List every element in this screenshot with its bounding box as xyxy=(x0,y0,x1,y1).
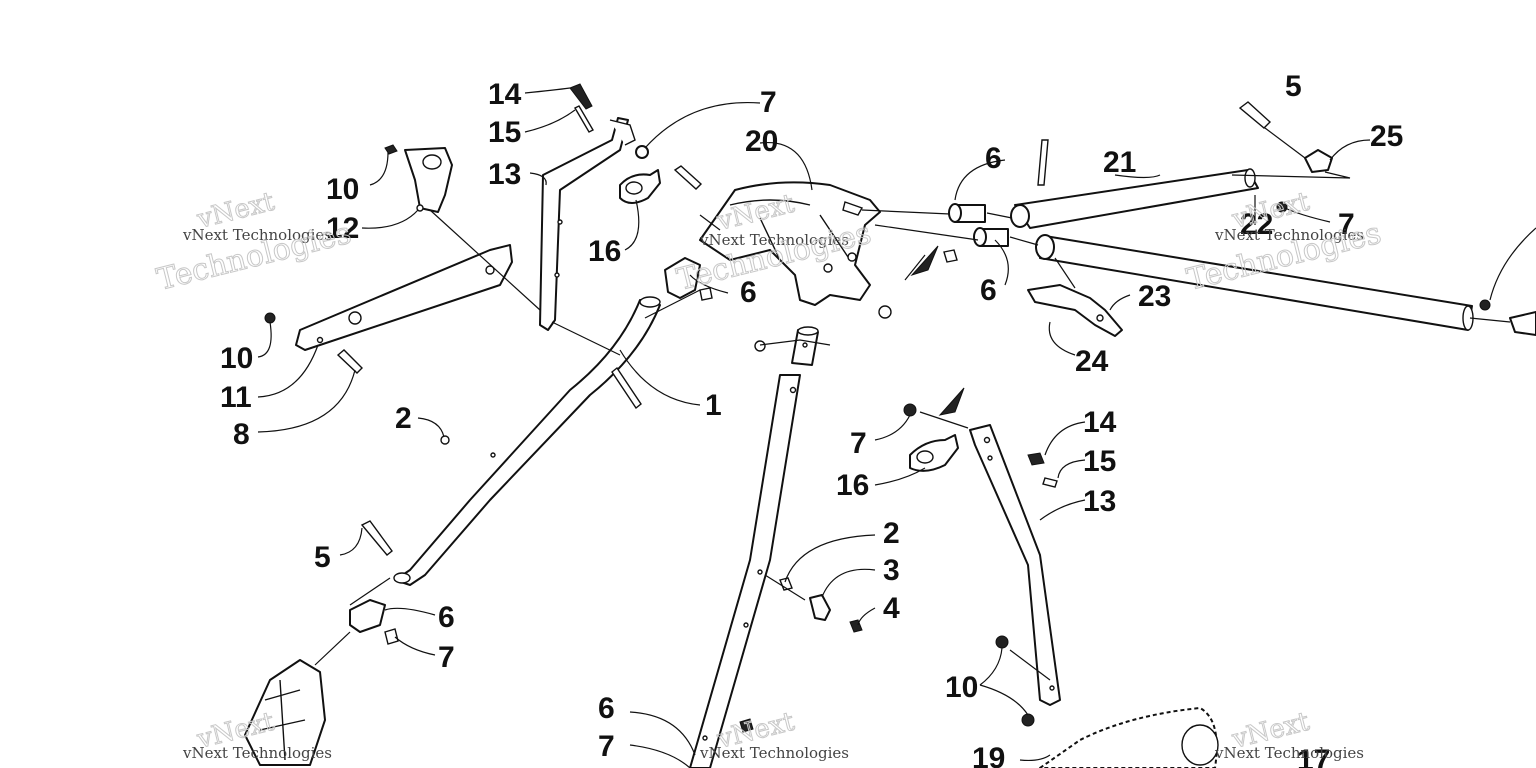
watermark-small-text: vNext Technologies xyxy=(1214,744,1364,762)
nut-10b xyxy=(264,312,276,324)
callout-21: 21 xyxy=(1103,146,1136,179)
right-edge-part xyxy=(1489,227,1536,336)
callout-24: 24 xyxy=(1075,345,1109,378)
watermark-small-text: vNext Technologies xyxy=(699,744,849,762)
lower-left-assembly xyxy=(244,659,326,766)
callout-22: 22 xyxy=(1240,208,1273,241)
upper-coupler xyxy=(948,203,986,223)
callout-7-top: 7 xyxy=(760,86,777,119)
nut-10c xyxy=(995,635,1009,649)
callout-16-left: 16 xyxy=(588,235,621,268)
callout-16-right: 16 xyxy=(836,469,869,502)
center-clamp xyxy=(664,257,713,301)
callout-2-left: 2 xyxy=(395,402,412,435)
bolt-5 xyxy=(360,520,393,556)
watermark-lower-right: vNext Technologies vNext xyxy=(1214,706,1364,762)
arrow-marker-top xyxy=(904,245,939,281)
watermark-upper-left: vNext Technologies vNext Technologies xyxy=(153,186,355,298)
nut-near-bracket xyxy=(878,305,892,319)
lower-coupler xyxy=(973,227,1009,247)
callout-23: 23 xyxy=(1138,280,1171,313)
nut-center-left xyxy=(754,340,766,352)
main-tube-left xyxy=(393,296,661,586)
bolt-14b xyxy=(1027,452,1045,466)
bolt-vertical xyxy=(1037,139,1049,186)
steering-head-bracket xyxy=(699,181,881,306)
arrow-marker-right xyxy=(938,387,965,416)
callout-5-left: 5 xyxy=(314,541,331,574)
leader-lines xyxy=(257,87,1511,768)
watermark-small-text: vNext Technologies xyxy=(699,231,849,249)
nut-right-edge xyxy=(1479,299,1491,311)
nut-10d xyxy=(1021,713,1035,727)
upper-crossbar xyxy=(1010,168,1259,229)
callout-7-far-right: 7 xyxy=(1338,208,1355,241)
bolt-loose xyxy=(611,366,642,410)
callout-25: 25 xyxy=(1370,120,1403,153)
callout-12: 12 xyxy=(326,212,359,245)
callout-20: 20 xyxy=(745,125,778,158)
bolt-8 xyxy=(336,349,363,374)
right-strut xyxy=(969,424,1061,706)
lower-right-assembly xyxy=(1039,707,1219,768)
bolt-14a xyxy=(569,83,593,110)
callout-11: 11 xyxy=(220,381,252,414)
callout-15-right: 15 xyxy=(1083,445,1116,478)
callout-6-mid-right: 6 xyxy=(980,274,997,307)
nut-square xyxy=(943,249,958,263)
callout-10-middle: 10 xyxy=(220,342,253,375)
left-strut xyxy=(539,117,636,331)
callout-7-left: 7 xyxy=(438,641,455,674)
callout-10-lower: 10 xyxy=(945,671,978,704)
callout-10-upper: 10 xyxy=(326,173,359,206)
callout-labels: 14 15 7 13 16 10 12 10 11 8 2 5 6 7 1 20… xyxy=(220,70,1403,768)
callout-6-top-right: 6 xyxy=(985,142,1002,175)
callout-3: 3 xyxy=(883,554,900,587)
callout-1: 1 xyxy=(705,389,722,422)
center-sleeve xyxy=(791,326,819,366)
callout-6-left: 6 xyxy=(438,601,455,634)
callout-5-right: 5 xyxy=(1285,70,1302,103)
bolt-lower-center xyxy=(739,718,754,733)
bolt-4 xyxy=(849,619,863,633)
watermark-lower-left: vNext Technologies vNext xyxy=(182,706,332,762)
left-mount-plate xyxy=(295,244,513,351)
callout-4: 4 xyxy=(883,592,900,625)
clamp-right xyxy=(909,434,959,472)
callout-7-right: 7 xyxy=(850,427,867,460)
end-cap xyxy=(1304,149,1333,173)
main-tube-center xyxy=(689,374,801,768)
callout-8: 8 xyxy=(233,418,250,451)
callout-17: 17 xyxy=(1297,744,1330,768)
small-bracket xyxy=(1027,284,1123,337)
watermark-small-text: vNext Technologies xyxy=(182,226,332,244)
callout-13-left: 13 xyxy=(488,158,521,191)
callout-13-right: 13 xyxy=(1083,485,1116,518)
watermark-small-text: vNext Technologies xyxy=(182,744,332,762)
callout-6-bottom: 6 xyxy=(598,692,615,725)
callout-14-top: 14 xyxy=(488,78,522,111)
bolt-top-center xyxy=(673,165,703,190)
bolt-15a xyxy=(574,105,594,133)
nut-2a xyxy=(440,435,450,445)
watermark-small-text: vNext Technologies xyxy=(1214,226,1364,244)
callout-19: 19 xyxy=(972,742,1005,768)
nut-7b xyxy=(903,403,917,417)
callout-2-right: 2 xyxy=(883,517,900,550)
callout-14-right: 14 xyxy=(1083,406,1117,439)
bolt-5b xyxy=(1238,101,1272,129)
nut-22 xyxy=(1276,201,1288,213)
small-clip xyxy=(809,594,831,621)
bolt-15b xyxy=(1042,477,1058,488)
lower-left-clamp xyxy=(349,599,399,645)
upper-left-bracket xyxy=(384,144,453,213)
callout-6-center: 6 xyxy=(740,276,757,309)
callout-15-top: 15 xyxy=(488,116,521,149)
callout-7-bottom: 7 xyxy=(598,730,615,763)
lower-crossbar xyxy=(1035,234,1474,331)
nut-7a xyxy=(635,145,649,159)
clamp-upper xyxy=(619,169,661,204)
